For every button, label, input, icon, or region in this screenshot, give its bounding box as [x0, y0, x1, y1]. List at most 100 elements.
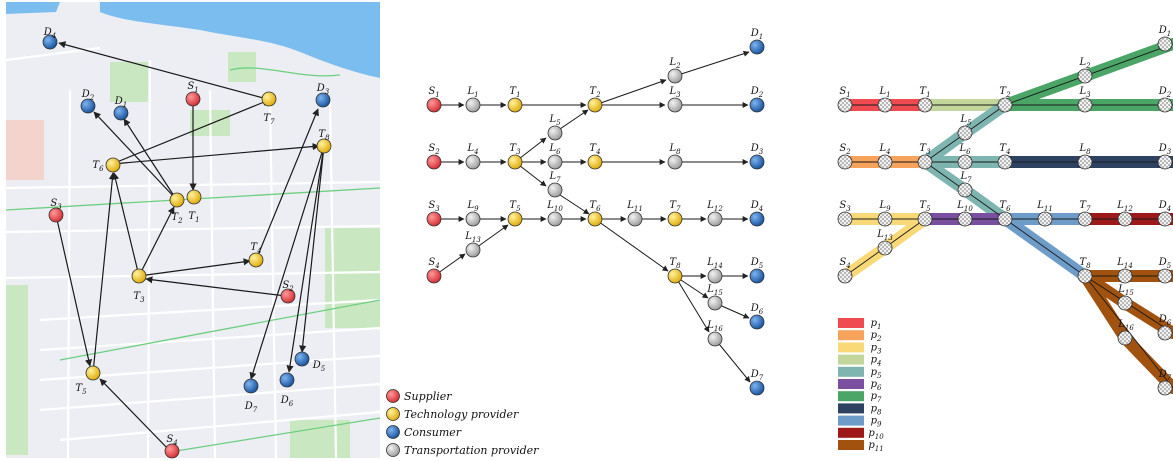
paths-node-t2: T2	[997, 86, 1013, 113]
legend-marker	[386, 389, 400, 403]
legend-marker	[386, 443, 400, 457]
graph-node-circle	[465, 97, 481, 113]
graph-node-circle	[749, 314, 765, 330]
graph-node-label: T5	[509, 200, 521, 213]
paths-node-circle	[877, 240, 893, 256]
graph-node-l7: L7	[547, 171, 563, 198]
paths-node-circle	[957, 211, 973, 227]
graph-node-label: D5	[750, 257, 764, 270]
graph-node-d6: D6	[749, 303, 765, 330]
map-node-label: T5	[75, 383, 87, 396]
graph-node-circle	[667, 97, 683, 113]
legend-item: Supplier	[386, 389, 452, 403]
paths-node-circle	[997, 97, 1013, 113]
map-node-circle	[248, 252, 264, 268]
paths-node-circle	[1077, 154, 1093, 170]
graph-node-label: T6	[589, 200, 601, 213]
graph-node-label: L14	[706, 257, 723, 270]
paths-legend-swatch	[838, 318, 864, 328]
paths-node-circle	[877, 211, 893, 227]
graph-node-t7: T7	[667, 200, 683, 227]
paths-node-circle	[1157, 154, 1173, 170]
paths-node-t5: T5	[917, 200, 933, 227]
map-node-circle	[105, 157, 121, 173]
graph-node-t6: T6	[587, 200, 603, 227]
map-node-t2: T2	[169, 192, 185, 225]
paths-node-circle	[957, 182, 973, 198]
graph-node-d7: D7	[749, 369, 765, 396]
paths-node-label: D2	[1158, 86, 1172, 99]
paths-node-t8: T8	[1077, 257, 1093, 284]
paths-node-l1: L1	[877, 86, 893, 113]
paths-node-label: S3	[839, 200, 851, 213]
paths-node-label: S2	[839, 143, 851, 156]
map-node-circle	[294, 351, 310, 367]
paths-legend-label: p11	[868, 440, 883, 453]
map-node-t8: T8	[316, 129, 332, 154]
paths-node-label: L4	[878, 143, 890, 156]
paths-node-label: L2	[1078, 57, 1091, 70]
map-node-s4: S4	[164, 434, 180, 459]
paths-node-l4: L4	[877, 143, 893, 170]
graph-node-label: L9	[466, 200, 479, 213]
paths-node-label: S1	[839, 86, 850, 99]
paths-node-label: L1	[878, 86, 890, 99]
graph-node-l13: L13	[464, 231, 481, 258]
paths-node-label: L8	[1078, 143, 1091, 156]
paths-node-label: T7	[1079, 200, 1091, 213]
graph-node-label: T8	[669, 257, 681, 270]
map-node-circle	[185, 91, 201, 107]
graph-node-d2: D2	[749, 86, 765, 113]
legend-marker	[386, 407, 400, 421]
paths-legend-item: p5	[838, 366, 882, 380]
paths-node-circle	[1077, 268, 1093, 284]
graph-node-l9: L9	[465, 200, 481, 227]
graph-node-circle	[426, 211, 442, 227]
paths-node-label: D4	[1158, 200, 1172, 213]
graph-node-label: T4	[589, 143, 600, 156]
graph-node-t3: T3	[507, 143, 523, 170]
graph-node-label: L1	[466, 86, 478, 99]
paths-node-label: L12	[1116, 200, 1133, 213]
paths-node-circle	[1157, 97, 1173, 113]
paths-node-circle	[957, 154, 973, 170]
graph-node-label: S4	[428, 257, 439, 270]
paths-legend-item: p8	[838, 403, 882, 416]
graph-node-l2: L2	[667, 57, 683, 84]
paths-node-circle	[1157, 211, 1173, 227]
graph-node-label: L5	[548, 114, 561, 127]
paths-node-circle	[1157, 380, 1173, 396]
paths-node-label: L3	[1078, 86, 1091, 99]
paths-legend-swatch	[838, 391, 864, 402]
map-node-t6: T6	[92, 157, 121, 173]
paths-legend-swatch	[838, 342, 864, 353]
graph-node-d1: D1	[749, 28, 765, 55]
graph-node-circle	[547, 125, 563, 141]
graph-node-l8: L8	[667, 143, 683, 170]
paths-node-label: L14	[1116, 257, 1133, 270]
paths-node-label: S4	[839, 257, 850, 270]
graph-node-l6: L6	[547, 143, 563, 170]
paths-legend-swatch	[838, 379, 864, 389]
map-node-label: S1	[187, 81, 198, 94]
graph-node-d3: D3	[749, 143, 765, 170]
paths-node-circle	[837, 268, 853, 284]
paths-node-l10: L10	[956, 200, 973, 227]
map-node-circle	[243, 378, 259, 394]
paths-node-circle	[917, 154, 933, 170]
graph-node-circle	[707, 268, 723, 284]
graph-node-t1: T1	[507, 86, 523, 113]
paths-node-label: T4	[999, 143, 1010, 156]
legend-label: Transportation provider	[404, 444, 539, 457]
graph-node-l11: L11	[626, 200, 643, 227]
paths-legend-swatch	[838, 427, 864, 438]
paths-node-circle	[917, 97, 933, 113]
graph-node-circle	[507, 154, 523, 170]
paths-legend-swatch	[838, 440, 864, 450]
graph-node-l15: L15	[706, 284, 723, 311]
graph-node-circle	[667, 268, 683, 284]
paths-legend-label: p4	[871, 355, 882, 368]
graph-node-label: D2	[750, 86, 764, 99]
paths-node-label: T1	[919, 86, 930, 99]
